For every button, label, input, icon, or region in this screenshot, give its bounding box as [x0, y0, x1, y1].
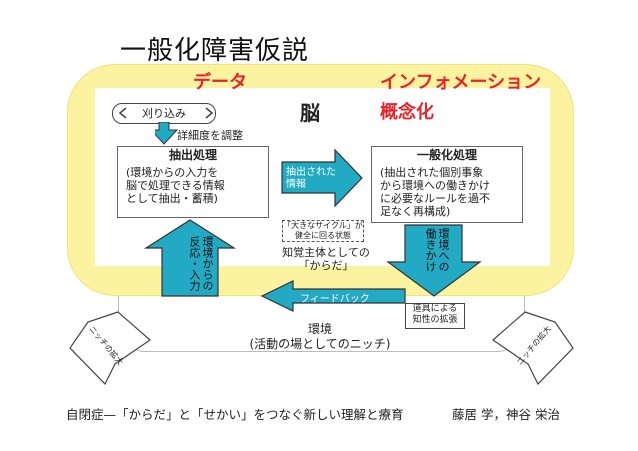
prune-pill: 刈り込み	[112, 103, 216, 124]
feedback-arrow	[260, 280, 406, 312]
cycle-note: 「大きなサイクル」が 健全に回る状態	[282, 220, 364, 242]
label-information: インフォメーション	[380, 72, 542, 93]
extracted-info-label: 抽出された 情報	[286, 167, 336, 191]
reaction-line-1: 環境からの	[201, 236, 214, 291]
environment-label: 環境 (活動の場としてのニッチ)	[230, 322, 410, 352]
left-niche-arrow	[69, 311, 151, 386]
extract-line-1: (環境からの入力を	[126, 166, 219, 179]
environment-line-1: 環境	[307, 322, 332, 336]
body-subject-line-1: 知覚主体としての	[282, 246, 370, 259]
environment-line-2: (活動の場としてのニッチ)	[249, 337, 391, 351]
general-heading: 一般化処理	[416, 148, 477, 162]
label-brain: 脳	[300, 101, 320, 125]
adjust-arrow	[155, 122, 179, 145]
act-line-2: 働きかけ	[424, 228, 437, 272]
book-title: 自閉症—「からだ」と「せかい」をつなぐ新しい理解と療育	[66, 407, 404, 422]
general-line-3: に必要なルールを過不	[380, 192, 490, 205]
feedback-label: フィードバック	[300, 294, 370, 305]
extract-heading: 抽出処理	[168, 148, 217, 162]
authors: 藤居 学，神谷 栄治	[452, 407, 560, 422]
adjust-label: 詳細度を調整	[177, 129, 243, 142]
general-line-1: (抽出された個別事象	[380, 166, 484, 179]
extracted-info-arrow	[281, 148, 363, 208]
reaction-input-arrow	[143, 219, 237, 297]
tool-box: 道具による 知性の拡張	[405, 303, 465, 329]
tool-line-2: 知性の拡張	[412, 315, 458, 325]
act-on-env-label: 環境への 働きかけ	[420, 228, 450, 276]
extracted-info-line-1: 抽出された	[286, 167, 336, 178]
label-data: データ	[193, 72, 247, 93]
act-line-1: 環境への	[437, 228, 450, 272]
extract-line-3: として抽出・蓄積)	[126, 192, 218, 205]
generalization-box: 一般化処理 (抽出された個別事象 から環境への働きかけ に必要なルールを過不 足…	[371, 146, 523, 223]
right-niche-arrow	[492, 311, 574, 386]
cycle-line-1: 「大きなサイクル」が	[283, 221, 363, 230]
tool-line-1: 道具による	[412, 304, 458, 314]
extract-line-2: 脳で処理できる情報	[126, 179, 225, 192]
cycle-line-2: 健全に回る状態	[295, 231, 351, 240]
body-subject-label: 知覚主体としての 「からだ」	[276, 246, 376, 272]
page-title: 一般化障害仮説	[120, 36, 310, 66]
act-on-env-arrow	[386, 224, 482, 297]
prune-arrowheads	[118, 107, 214, 119]
extract-box: 抽出処理 (環境からの入力を 脳で処理できる情報 として抽出・蓄積)	[117, 146, 269, 218]
reaction-line-2: 反応・入力	[188, 236, 201, 291]
extracted-info-line-2: 情報	[286, 179, 306, 190]
general-line-4: 足なく再構成)	[380, 205, 451, 218]
reaction-input-label: 環境からの 反応・入力	[170, 236, 214, 294]
prune-label: 刈り込み	[142, 107, 186, 120]
general-line-2: から環境への働きかけ	[380, 179, 490, 192]
body-subject-line-2: 「からだ」	[298, 259, 354, 272]
label-conceptualization: 概念化	[380, 102, 434, 123]
